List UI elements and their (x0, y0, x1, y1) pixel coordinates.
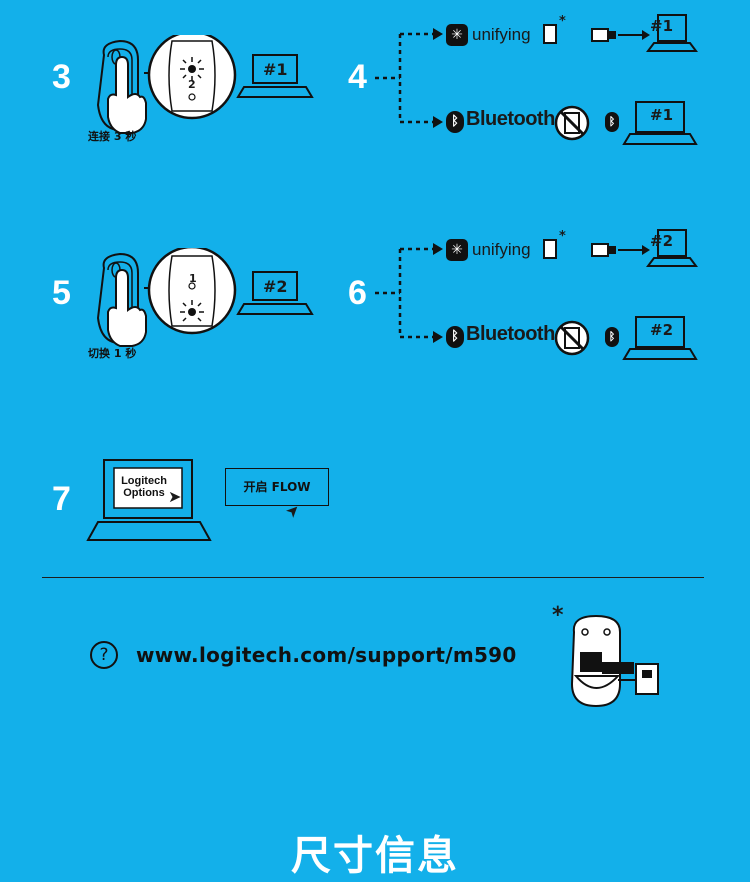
channel-indicator-2: 2 (188, 78, 196, 91)
bluetooth-icon: ᛒ (446, 111, 464, 133)
bluetooth-icon: ᛒ (605, 327, 619, 347)
channel-indicator-1: 1 (189, 272, 197, 285)
step-number-4: 4 (348, 58, 367, 96)
asterisk: * (559, 229, 566, 244)
unifying-logo-icon: ✳ (446, 24, 468, 46)
receiver-to-computer-icon (591, 14, 698, 52)
step-caption: 连接 3 秒 (88, 130, 137, 143)
bluetooth-label: Bluetooth (466, 108, 555, 130)
receiver-storage-illustration (570, 614, 659, 708)
bluetooth-label: Bluetooth (466, 323, 555, 345)
logitech-options-label: Logitech Options (114, 475, 174, 499)
mouse-press-illustration (96, 35, 314, 134)
receiver-to-computer-icon (591, 229, 698, 267)
laptop-icon (622, 101, 698, 145)
unifying-label: unifying (472, 25, 531, 44)
step-number-5: 5 (52, 274, 71, 312)
step-number-7: 7 (52, 480, 71, 518)
unifying-logo-icon: ✳ (446, 239, 468, 261)
step-number-6: 6 (348, 274, 367, 312)
bluetooth-icon: ᛒ (446, 326, 464, 348)
computer-label: #1 (263, 60, 288, 79)
mouse-switch-illustration (96, 248, 314, 347)
cursor-icon: ➤ (168, 487, 182, 506)
section-title: 尺寸信息 (291, 833, 459, 879)
laptop-icon (86, 459, 212, 541)
computer-label: #2 (650, 321, 674, 339)
computer-label: #1 (650, 106, 674, 124)
step-caption: 切换 1 秒 (88, 347, 137, 360)
step-number-3: 3 (52, 58, 71, 96)
support-url[interactable]: www.logitech.com/support/m590 (136, 643, 517, 667)
usb-receiver-icon (543, 239, 557, 259)
no-receiver-icon (554, 320, 590, 356)
unifying-label: unifying (472, 240, 531, 259)
enable-flow-button[interactable]: 开启 FLOW (225, 468, 329, 506)
computer-label: #2 (263, 277, 288, 296)
options-line-1: Logitech (121, 475, 167, 487)
computer-label: #1 (650, 17, 674, 35)
help-icon: ? (90, 641, 118, 669)
section-divider (42, 577, 704, 578)
branch-arrows (375, 28, 443, 128)
branch-arrows (375, 243, 443, 343)
usb-receiver-icon (543, 24, 557, 44)
asterisk: * (552, 603, 564, 628)
computer-label: #2 (650, 232, 674, 250)
options-line-2: Options (123, 487, 165, 499)
no-receiver-icon (554, 105, 590, 141)
laptop-icon (622, 316, 698, 360)
asterisk: * (559, 14, 566, 29)
bluetooth-icon: ᛒ (605, 112, 619, 132)
